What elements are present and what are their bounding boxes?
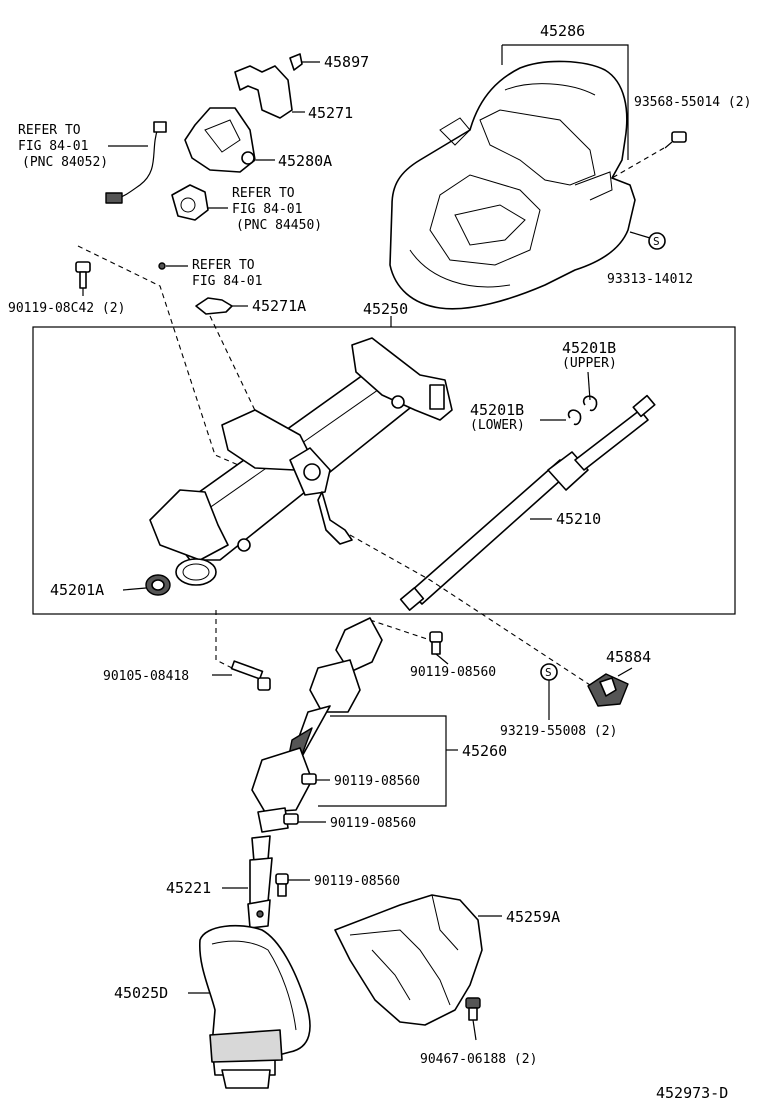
label-45025d: 45025D xyxy=(114,984,168,1002)
label-45271: 45271 xyxy=(308,104,353,122)
boot-45025d xyxy=(188,924,311,1089)
ref2-line1: REFER TO xyxy=(232,186,295,201)
switch-45280a xyxy=(184,107,275,173)
label-45897: 45897 xyxy=(324,53,369,71)
note-upper: (UPPER) xyxy=(562,356,617,371)
label-90119-08560-c: 90119-08560 xyxy=(330,816,416,831)
clip-45271a xyxy=(195,297,248,315)
dashed-ref-2 xyxy=(209,315,263,426)
s-clip-93313: S xyxy=(629,231,666,250)
lock-cylinder xyxy=(171,184,228,221)
screw-45897 xyxy=(289,53,320,71)
ref2-line3: (PNC 84450) xyxy=(236,218,322,233)
ref1-line3: (PNC 84052) xyxy=(22,155,108,170)
label-45286: 45286 xyxy=(540,22,585,40)
label-90119-08560-a: 90119-08560 xyxy=(410,665,496,680)
label-45221: 45221 xyxy=(166,879,211,897)
label-45210: 45210 xyxy=(556,510,601,528)
screw-90467 xyxy=(465,997,481,1041)
column-assembly-box xyxy=(32,326,736,615)
shaft-45260 xyxy=(251,617,383,833)
label-45884: 45884 xyxy=(606,648,651,666)
label-45201a: 45201A xyxy=(50,581,104,599)
s-mark-1: S xyxy=(653,235,660,248)
ref3-screw xyxy=(158,262,188,270)
label-45280a: 45280A xyxy=(278,152,332,170)
screw-93568 xyxy=(611,131,687,179)
note-lower: (LOWER) xyxy=(470,418,525,433)
bearing-45201a xyxy=(122,574,171,596)
label-90119-08560-d: 90119-08560 xyxy=(314,874,400,889)
bolt-90119-08560-c xyxy=(283,813,326,825)
harness-connector xyxy=(105,121,167,204)
leader-45201b-upper xyxy=(587,371,591,401)
label-90105-08418: 90105-08418 xyxy=(103,669,189,684)
label-45271a: 45271A xyxy=(252,297,306,315)
label-93568: 93568-55014 (2) xyxy=(634,95,751,110)
dashed-ref-3 xyxy=(349,534,591,686)
leader-45286 xyxy=(501,44,629,160)
label-45201b-lower: 45201B xyxy=(470,401,524,419)
bolt-90119-08560-b xyxy=(301,773,330,785)
ref3-line2: FIG 84-01 xyxy=(192,274,262,289)
bolt-90119-08560-d xyxy=(275,873,310,897)
label-90119-08560-b: 90119-08560 xyxy=(334,774,420,789)
ref1-line2: FIG 84-01 xyxy=(18,139,88,154)
label-45201b-upper: 45201B xyxy=(562,339,616,357)
label-90467: 90467-06188 (2) xyxy=(420,1052,537,1067)
label-45250: 45250 xyxy=(363,300,408,318)
ref2-line2: FIG 84-01 xyxy=(232,202,302,217)
dashed-ref-1 xyxy=(77,245,251,471)
cover-45259a xyxy=(334,894,502,1026)
bolt-90119-08560-a xyxy=(369,619,449,665)
bracket-45271 xyxy=(234,65,305,119)
diagram-id: 452973-D xyxy=(656,1084,728,1102)
shaft-45210 xyxy=(399,394,656,611)
column-tube xyxy=(149,337,453,586)
cap-45884 xyxy=(587,667,633,707)
ref1-line1: REFER TO xyxy=(18,123,81,138)
bracket-45260 xyxy=(318,715,447,807)
snap-ring-lower xyxy=(567,409,582,426)
label-93313: 93313-14012 xyxy=(607,272,693,287)
label-90119-08c42: 90119-08C42 (2) xyxy=(8,301,125,316)
ref3-line1: REFER TO xyxy=(192,258,255,273)
label-45259a: 45259A xyxy=(506,908,560,926)
bolt-90105-08418 xyxy=(212,660,271,691)
snap-ring-upper xyxy=(582,395,598,412)
s-clip-93219: S xyxy=(540,663,558,720)
label-93219: 93219-55008 (2) xyxy=(500,724,617,739)
label-45260: 45260 xyxy=(462,742,507,760)
shaft-45221 xyxy=(222,835,273,929)
bolt-90119-08c42 xyxy=(75,261,91,296)
column-cover-45286 xyxy=(389,60,636,310)
s-mark-2: S xyxy=(545,666,552,679)
